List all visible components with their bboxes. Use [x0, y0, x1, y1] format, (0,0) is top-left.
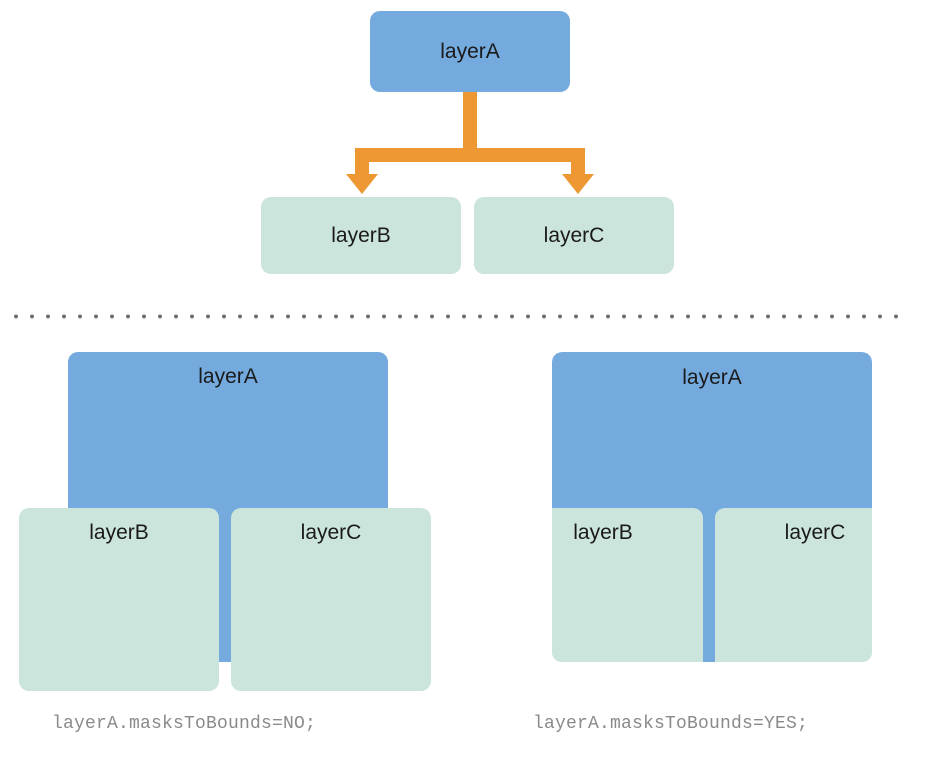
- connector-trunk: [463, 92, 477, 155]
- tree-node-layer-a-label: layerA: [440, 40, 500, 63]
- example-yes-layer-b-label: layerB: [573, 521, 633, 544]
- example-no-layer-c: layerC: [231, 508, 431, 691]
- tree-node-layer-b-label: layerB: [331, 224, 391, 247]
- arrowhead-to-layer-b-icon: [346, 174, 378, 194]
- tree-node-layer-b: layerB: [261, 197, 461, 274]
- example-no-canvas: layerA layerB layerC: [0, 340, 460, 700]
- section-divider: [8, 314, 910, 319]
- connector-drop-left: [355, 148, 369, 177]
- tree-node-layer-a: layerA: [370, 11, 570, 92]
- tree-node-layer-c: layerC: [474, 197, 674, 274]
- arrowhead-to-layer-c-icon: [562, 174, 594, 194]
- example-yes-layer-c-label: layerC: [784, 521, 846, 544]
- example-yes-clip-region: layerA layerB layerC: [552, 352, 872, 662]
- example-masks-to-bounds-yes: layerA layerB layerC: [530, 340, 930, 700]
- example-no-layer-a-label: layerA: [198, 365, 258, 388]
- example-masks-to-bounds-no: layerA layerB layerC: [0, 340, 460, 700]
- example-no-layer-c-label: layerC: [300, 521, 362, 544]
- example-yes-layer-b: layerB: [552, 508, 703, 662]
- caption-masks-to-bounds-yes: layerA.masksToBounds=YES;: [533, 714, 809, 734]
- connector-drop-right: [571, 148, 585, 177]
- example-yes-layer-a-label: layerA: [682, 366, 742, 389]
- connector-crossbar: [355, 148, 585, 162]
- caption-masks-to-bounds-no: layerA.masksToBounds=NO;: [52, 714, 317, 734]
- example-no-layer-b: layerB: [19, 508, 219, 691]
- example-yes-layer-c: layerC: [715, 508, 872, 662]
- example-no-layer-b-label: layerB: [89, 521, 149, 544]
- tree-node-layer-c-label: layerC: [543, 224, 605, 247]
